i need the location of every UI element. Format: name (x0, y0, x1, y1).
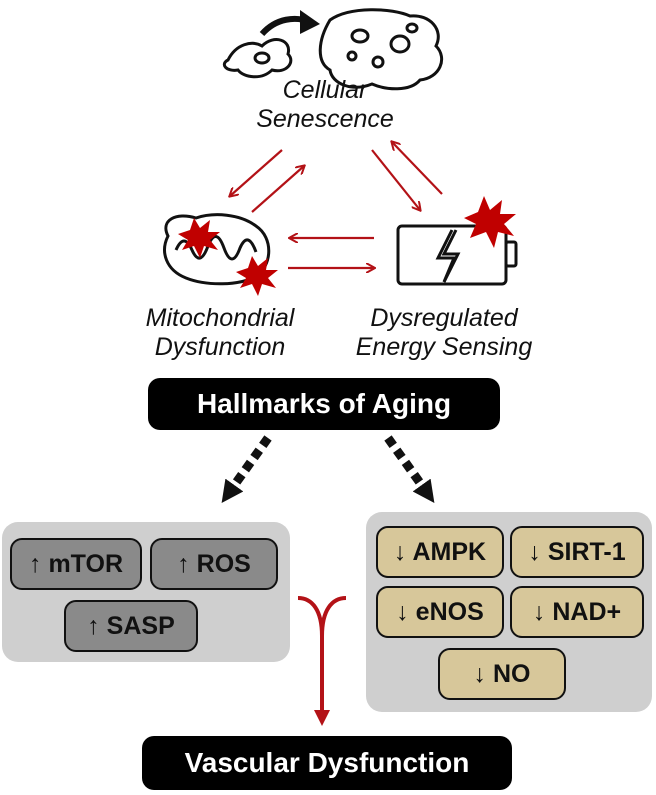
node-label-line: Senescence (256, 105, 394, 133)
arrow-energy-to-senescence (392, 142, 443, 195)
arrow-mito-to-senescence (251, 166, 304, 213)
node-label-line: Cellular (282, 76, 368, 104)
mitochondrion-icon (163, 213, 271, 286)
damage-burst-icon-energy (464, 196, 516, 248)
marker-chip-nad: ↓ NAD+ (510, 586, 644, 638)
dotted-arrow-left (221, 435, 272, 503)
marker-chip-ampk: ↓ AMPK (376, 526, 504, 578)
arrow-senescence-to-mito (230, 149, 283, 196)
hallmarks-of-aging-label: Hallmarks of Aging (148, 378, 500, 430)
arrow-senescence-to-energy (371, 149, 420, 210)
marker-chip-sasp: ↑ SASP (64, 600, 198, 652)
dotted-arrow-right (384, 435, 435, 503)
marker-chip-no: ↓ NO (438, 648, 566, 700)
transition-arrow-icon (259, 10, 320, 37)
damage-burst-icon-mito-2 (236, 256, 278, 296)
node-label-line: Energy Sensing (355, 333, 533, 361)
node-dysregulated-energy-sensing: Dysregulated Energy Sensing (334, 304, 554, 362)
senescent-cell-icon (222, 8, 443, 91)
marker-chip-mtor: ↑ mTOR (10, 538, 142, 590)
node-label-line: Mitochondrial (145, 304, 295, 332)
marker-chip-ros: ↑ ROS (150, 538, 278, 590)
vascular-dysfunction-label: Vascular Dysfunction (142, 736, 512, 790)
marker-chip-sirt1: ↓ SIRT-1 (510, 526, 644, 578)
damage-burst-icon-mito-1 (178, 218, 220, 258)
node-label-line: Dysregulated (370, 304, 518, 332)
marker-chip-enos: ↓ eNOS (376, 586, 504, 638)
battery-icon (396, 224, 518, 286)
node-label-line: Dysfunction (154, 333, 286, 361)
node-cellular-senescence: Cellular Senescence (230, 76, 420, 134)
converging-connector (297, 596, 347, 726)
node-mitochondrial-dysfunction: Mitochondrial Dysfunction (120, 304, 320, 362)
